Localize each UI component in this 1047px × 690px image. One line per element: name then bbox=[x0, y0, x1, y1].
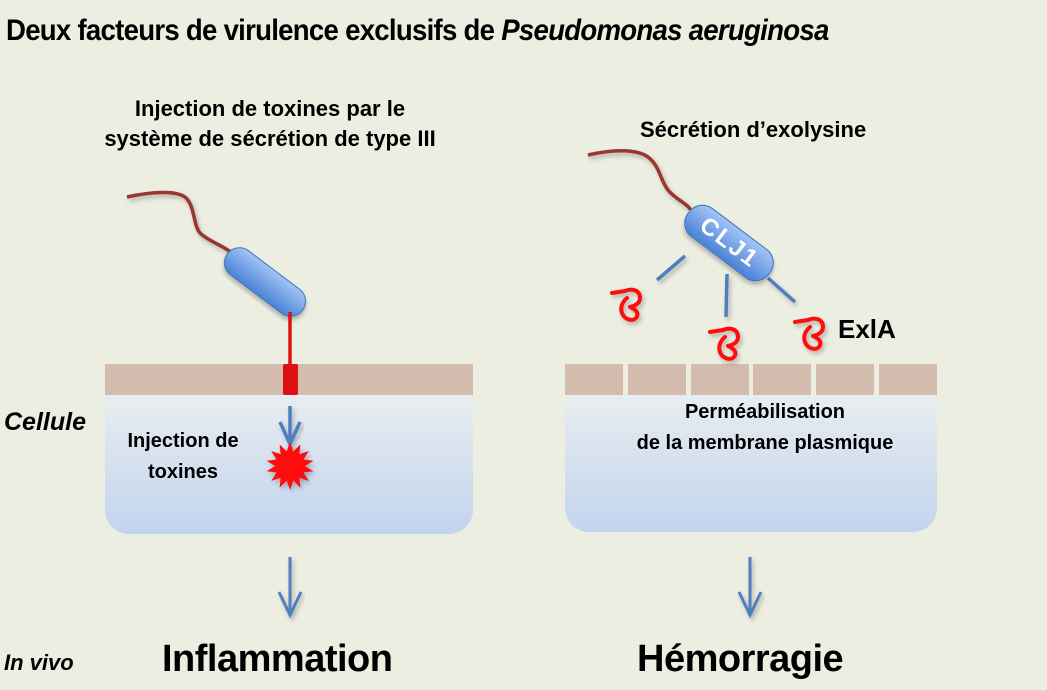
right-membrane-segments bbox=[565, 364, 937, 395]
secretion-lines bbox=[655, 254, 797, 318]
right-panel-heading: Sécrétion d’exolysine bbox=[640, 117, 867, 142]
row-label-cell: Cellule bbox=[4, 408, 86, 436]
secretion-pore bbox=[283, 364, 298, 395]
left-result: Inflammation bbox=[162, 638, 393, 680]
left-heading-line2: système de sécrétion de type III bbox=[104, 126, 436, 151]
exla-label: ExlA bbox=[838, 314, 896, 344]
right-result: Hémorragie bbox=[637, 638, 844, 680]
right-inner-line2: de la membrane plasmique bbox=[636, 432, 894, 454]
right-cell bbox=[565, 364, 937, 532]
right-flagellum bbox=[587, 149, 692, 211]
right-inner-line1: Perméabilisation bbox=[684, 401, 846, 423]
right-cytoplasm bbox=[565, 395, 937, 532]
left-inner-line1: Injection de bbox=[127, 430, 239, 452]
title-species: Pseudomonas aeruginosa bbox=[501, 14, 829, 47]
right-inner-label: Perméabilisation de la membrane plasmiqu… bbox=[600, 397, 930, 459]
toxin-burst-icon bbox=[266, 442, 314, 490]
row-label-in-vivo: In vivo bbox=[4, 650, 74, 675]
left-heading-line1: Injection de toxines par le bbox=[134, 96, 406, 121]
title-prefix: Deux facteurs de virulence exclusifs de bbox=[6, 14, 502, 47]
exla-toxin-icon bbox=[610, 287, 825, 361]
inflammation-arrow bbox=[277, 557, 303, 619]
page-title: Deux facteurs de virulence exclusifs de … bbox=[6, 14, 829, 48]
left-panel-heading: Injection de toxines par le système de s… bbox=[60, 94, 480, 154]
left-flagellum bbox=[126, 190, 234, 255]
left-bacterium bbox=[223, 247, 307, 317]
hemorrhage-arrow bbox=[737, 557, 763, 619]
left-inner-label: Injection de toxines bbox=[118, 426, 248, 488]
left-inner-line2: toxines bbox=[147, 461, 219, 483]
